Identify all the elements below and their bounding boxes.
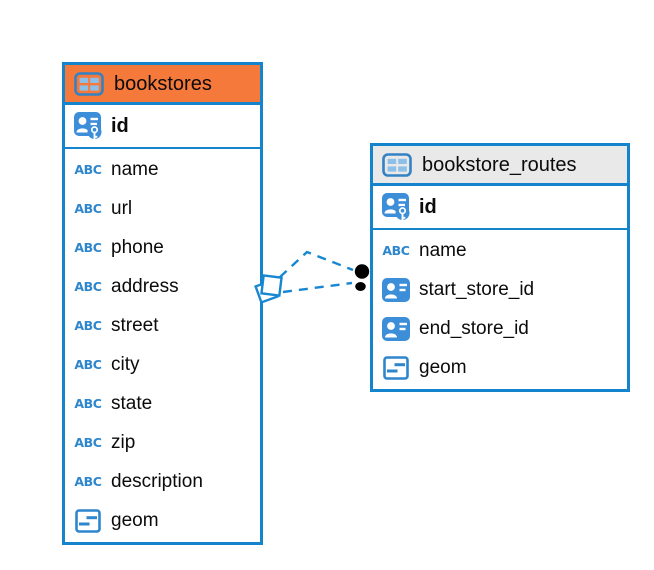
column-name: name (111, 158, 159, 180)
column-name: address (111, 275, 179, 297)
text-type-icon: ABC (74, 318, 102, 333)
column-name: street (111, 314, 159, 336)
column-row[interactable]: ABC (65, 384, 260, 423)
relationship-line-upper (279, 250, 354, 278)
column-list: ABC (65, 149, 260, 542)
table-name: bookstores (114, 72, 212, 95)
column-row[interactable]: ABC (65, 150, 260, 189)
column-row[interactable]: ABC (65, 462, 260, 501)
entity-table-bookstores[interactable]: bookstores id (62, 62, 263, 545)
column-name: city (111, 353, 140, 375)
column-name: geom (111, 509, 159, 531)
text-type-icon: ABC (74, 201, 102, 216)
table-icon (73, 71, 105, 96)
column-name: geom (419, 356, 467, 378)
column-list: ABC (373, 230, 627, 389)
column-row[interactable]: ABC (65, 345, 260, 384)
column-row[interactable]: ABC (373, 348, 627, 387)
column-name: start_store_id (419, 278, 535, 300)
column-name: end_store_id (419, 317, 529, 339)
column-name: state (111, 392, 153, 414)
geometry-type-icon (72, 508, 104, 533)
entity-table-bookstore-routes[interactable]: bookstore_routes id (370, 143, 630, 392)
column-name: phone (111, 236, 164, 258)
column-row[interactable]: ABC (65, 267, 260, 306)
table-header[interactable]: bookstore_routes (373, 146, 627, 186)
column-row[interactable]: ABC (373, 231, 627, 270)
column-name: url (111, 197, 133, 219)
column-row[interactable]: ABC (373, 309, 627, 348)
column-row[interactable]: ABC (65, 228, 260, 267)
primary-key-name: id (111, 114, 129, 137)
text-type-icon: ABC (74, 396, 102, 411)
table-header[interactable]: bookstores (65, 65, 260, 105)
text-type-icon: ABC (74, 279, 102, 294)
text-type-icon: ABC (382, 243, 410, 258)
text-type-icon: ABC (74, 357, 102, 372)
primary-key-icon (380, 192, 412, 223)
relationship-endpoint-dots (354, 264, 370, 291)
column-row[interactable]: ABC (65, 501, 260, 540)
table-name: bookstore_routes (422, 153, 577, 176)
primary-key-name: id (419, 195, 437, 218)
column-name: zip (111, 431, 136, 453)
primary-key-row[interactable]: id (373, 186, 627, 230)
relationship-line-lower (282, 281, 353, 294)
column-row[interactable]: ABC (65, 423, 260, 462)
geometry-type-icon (380, 355, 412, 380)
column-name: description (111, 470, 203, 492)
primary-key-row[interactable]: id (65, 105, 260, 149)
text-type-icon: ABC (74, 162, 102, 177)
column-name: name (419, 239, 467, 261)
text-type-icon: ABC (74, 240, 102, 255)
foreign-key-icon (380, 316, 412, 342)
column-row[interactable]: ABC (65, 306, 260, 345)
text-type-icon: ABC (74, 474, 102, 489)
foreign-key-icon (380, 277, 412, 303)
text-type-icon: ABC (74, 435, 102, 450)
primary-key-icon (72, 111, 104, 142)
table-icon (381, 152, 413, 177)
column-row[interactable]: ABC (65, 189, 260, 228)
column-row[interactable]: ABC (373, 270, 627, 309)
